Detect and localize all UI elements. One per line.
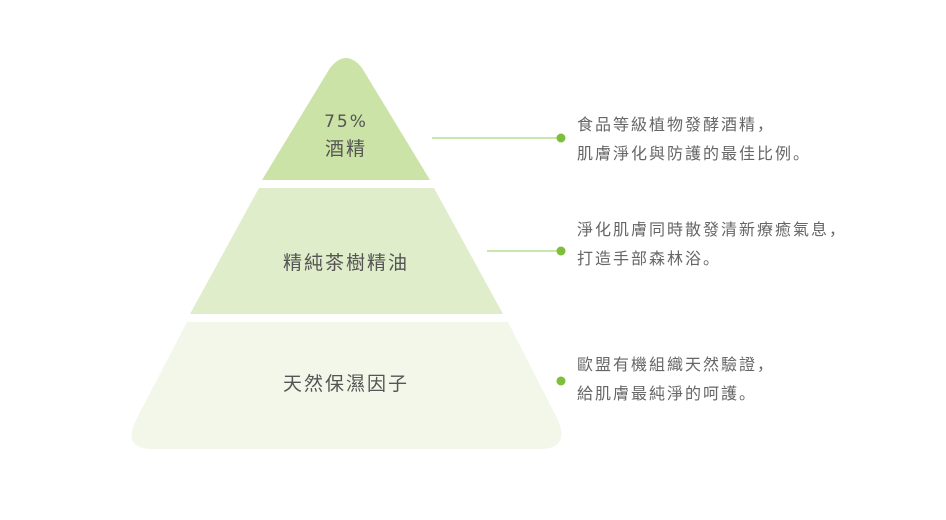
tier-3-name: 天然保濕因子 [282,373,409,395]
tier-2-desc-line-2: 打造手部森林浴。 [577,249,722,268]
tier-1-desc-line-2: 肌膚淨化與防護的最佳比例。 [577,144,812,163]
tier-1-description: 食品等級植物發酵酒精， 肌膚淨化與防護的最佳比例。 [577,110,811,168]
tier-3-desc-line-1: 歐盟有機組織天然驗證， [577,355,776,374]
connector-dot-2 [556,246,566,256]
tier-1-name: 酒精 [324,138,367,160]
tier-1-label: 75% 酒精 [296,109,396,163]
connector-dot-3 [556,376,566,386]
pyramid-tier-middle [190,188,503,314]
tier-2-name: 精純茶樹精油 [282,252,409,274]
tier-1-desc-line-1: 食品等級植物發酵酒精， [577,115,776,134]
tier-3-desc-line-2: 給肌膚最純淨的呵護。 [577,384,758,403]
tier-1-percent: 75% [324,112,368,132]
pyramid-tier-bottom [131,322,562,449]
tier-2-desc-line-1: 淨化肌膚同時散發清新療癒氣息， [577,220,848,239]
tier-2-description: 淨化肌膚同時散發清新療癒氣息， 打造手部森林浴。 [577,215,847,273]
connector-dot-1 [556,133,566,143]
pyramid-tier-top [262,58,430,180]
tier-3-description: 歐盟有機組織天然驗證， 給肌膚最純淨的呵護。 [577,350,775,408]
